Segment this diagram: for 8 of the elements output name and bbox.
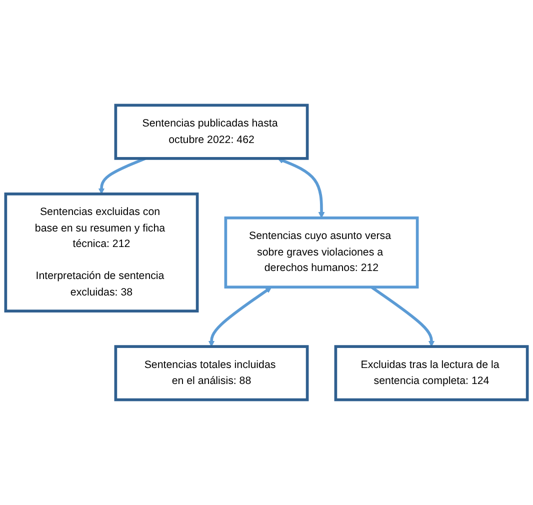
node-box: Sentencias cuyo asunto versa sobre graves violaciones a derechos humanos: 212: [224, 216, 419, 289]
node-box: Sentencias totales incluidas en el análisis: 88: [114, 345, 309, 402]
arrow: [98, 157, 146, 194]
arrow: [277, 158, 325, 218]
node-box: Sentencias publicadas hasta octubre 2022: 462: [114, 104, 309, 160]
node-box: Sentencias excluidas con base en su resumen y ficha técnica: 212 Interpretación de sentencia excluidas: 38: [4, 192, 199, 312]
arrow: [208, 286, 272, 347]
node-box: Excluidas tras la lectura de la sentencia completa: 124: [334, 345, 529, 402]
